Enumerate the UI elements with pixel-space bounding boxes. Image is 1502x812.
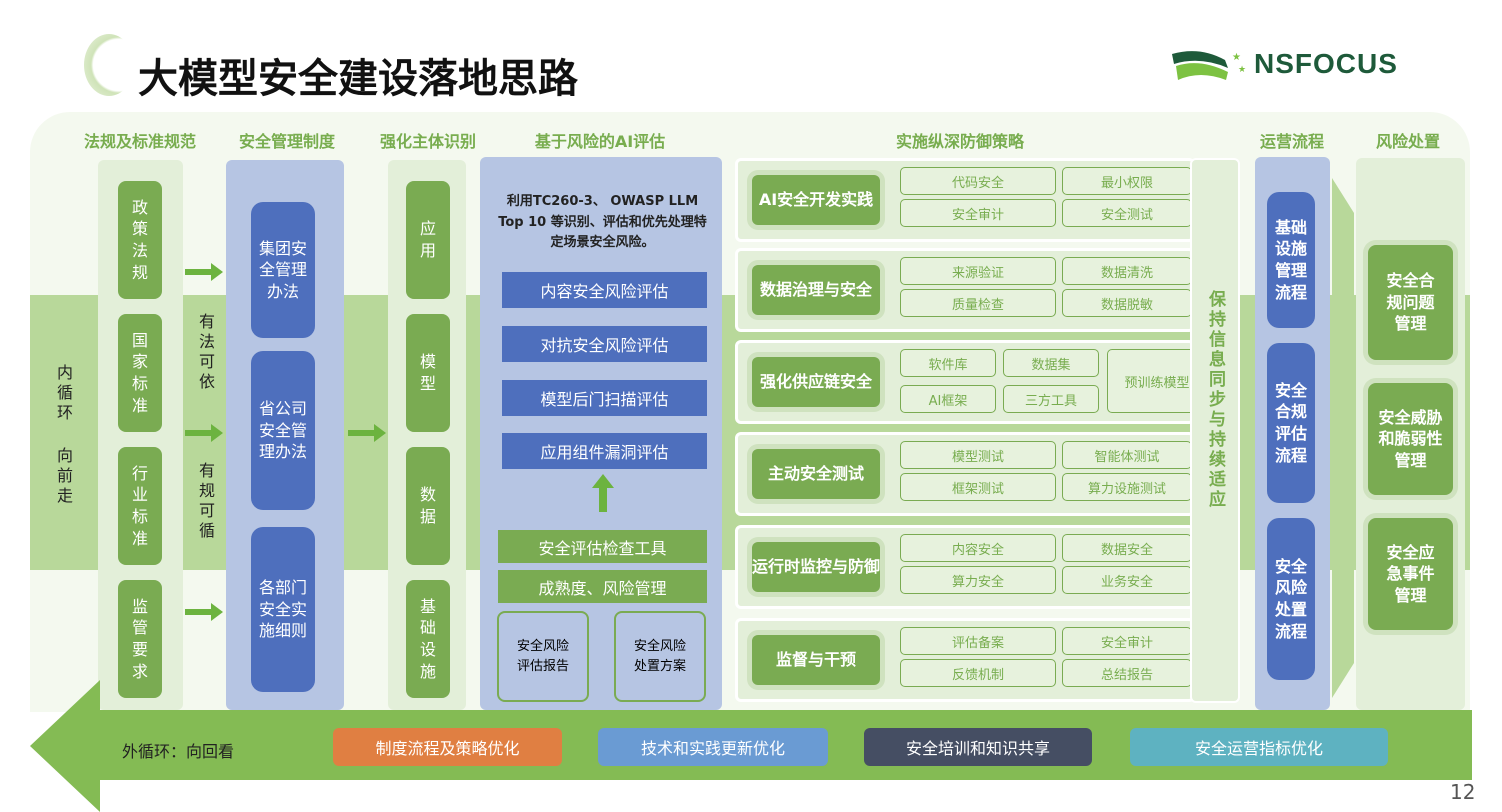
tool-item: 安全评估检查工具	[498, 530, 707, 563]
defense-label: 运行时监控与防御	[752, 542, 880, 592]
risk-item: 安全合规问题管理	[1368, 245, 1453, 360]
defense-label: 监督与干预	[752, 635, 880, 685]
assessment-item: 模型后门扫描评估	[502, 380, 707, 416]
defense-chip: 数据清洗	[1062, 257, 1192, 285]
inner-loop-label: 内循环 向前走	[54, 363, 73, 507]
defense-chip: 智能体测试	[1062, 441, 1192, 469]
defense-chip: 算力安全	[900, 566, 1056, 594]
subject-item: 数据	[406, 447, 450, 565]
defense-chip: 评估备案	[900, 627, 1056, 655]
defense-chip: 预训练模型	[1107, 349, 1192, 413]
title-decoration	[84, 34, 134, 96]
header-management: 安全管理制度	[238, 132, 336, 151]
defense-label: 数据治理与安全	[752, 265, 880, 315]
subject-item: 基础设施	[406, 580, 450, 698]
svg-text:★: ★	[1238, 65, 1246, 75]
outer-loop-item: 技术和实践更新优化	[598, 728, 828, 766]
ops-item: 安全合规评估流程	[1267, 343, 1315, 503]
defense-row: AI安全开发实践代码安全最小权限安全审计安全测试	[735, 158, 1195, 242]
output-report: 安全风险评估报告	[497, 611, 589, 702]
defense-chip: 算力设施测试	[1062, 473, 1192, 501]
page-title: 大模型安全建设落地思路	[138, 56, 578, 102]
header-ai-eval: 基于风险的AI评估	[534, 132, 666, 151]
tool-item: 成熟度、风险管理	[498, 570, 707, 603]
defense-label: 强化供应链安全	[752, 357, 880, 407]
defense-chip: 软件库	[900, 349, 996, 377]
defense-chip: 质量检查	[900, 289, 1056, 317]
defense-chip: 反馈机制	[900, 659, 1056, 687]
ops-item: 基础设施管理流程	[1267, 192, 1315, 328]
risk-item: 安全威胁和脆弱性管理	[1368, 383, 1453, 495]
chevron-icon	[1332, 178, 1354, 698]
arrow-right-icon	[185, 263, 223, 281]
defense-chip: 数据脱敏	[1062, 289, 1192, 317]
arrow-right-icon	[348, 424, 386, 442]
assessment-item: 应用组件漏洞评估	[502, 433, 707, 469]
ops-item: 安全风险处置流程	[1267, 518, 1315, 680]
defense-chip: AI框架	[900, 385, 996, 413]
reg-item: 政策法规	[118, 181, 162, 299]
defense-label: AI安全开发实践	[752, 175, 880, 225]
arrow-up-icon	[592, 474, 614, 512]
outer-loop-item: 安全培训和知识共享	[864, 728, 1092, 766]
defense-chip: 框架测试	[900, 473, 1056, 501]
sync-label: 保持信息同步与持续适应	[1205, 290, 1225, 510]
outer-loop-item: 制度流程及策略优化	[333, 728, 562, 766]
output-plan: 安全风险处置方案	[614, 611, 706, 702]
mgmt-item: 各部门安全实施细则	[251, 527, 315, 692]
svg-text:★: ★	[1232, 52, 1241, 63]
mgmt-item: 集团安全管理办法	[251, 202, 315, 338]
header-defense: 实施纵深防御策略	[895, 132, 1025, 151]
defense-chip: 来源验证	[900, 257, 1056, 285]
arrow-right-icon	[185, 424, 223, 442]
header-subjects: 强化主体识别	[379, 132, 477, 151]
defense-chip: 数据安全	[1062, 534, 1192, 562]
defense-row: 监督与干预评估备案安全审计反馈机制总结报告	[735, 618, 1195, 702]
defense-chip: 内容安全	[900, 534, 1056, 562]
flag-logo-icon: ★★	[1172, 51, 1246, 80]
mgmt-item: 省公司安全管理办法	[251, 351, 315, 510]
defense-chip: 业务安全	[1062, 566, 1192, 594]
reg-note: 有法可依	[196, 313, 215, 393]
risk-item: 安全应急事件管理	[1368, 518, 1453, 630]
nsfocus-logo: ★★ NSFOCUS	[1170, 46, 1398, 82]
defense-chip: 三方工具	[1003, 385, 1099, 413]
outer-loop-label: 外循环：向回看	[122, 742, 235, 761]
reg-item: 监管要求	[118, 580, 162, 698]
assessment-item: 对抗安全风险评估	[502, 326, 707, 362]
header-ops: 运营流程	[1259, 132, 1325, 151]
reg-note: 有规可循	[196, 462, 215, 542]
page-number: 12	[1450, 780, 1476, 804]
defense-chip: 安全审计	[1062, 627, 1192, 655]
logo-text: NSFOCUS	[1254, 48, 1398, 79]
subject-item: 模型	[406, 314, 450, 432]
reg-item: 行业标准	[118, 447, 162, 565]
defense-chip: 代码安全	[900, 167, 1056, 195]
sync-column	[1190, 158, 1240, 703]
defense-chip: 最小权限	[1062, 167, 1192, 195]
ai-eval-description: 利用TC260-3、 OWASP LLM Top 10 等识别、评估和优先处理特…	[498, 193, 707, 251]
outer-loop-item: 安全运营指标优化	[1130, 728, 1388, 766]
header-risk: 风险处置	[1375, 132, 1441, 151]
defense-chip: 安全测试	[1062, 199, 1192, 227]
defense-row: 数据治理与安全来源验证数据清洗质量检查数据脱敏	[735, 248, 1195, 332]
defense-chip: 安全审计	[900, 199, 1056, 227]
subject-item: 应用	[406, 181, 450, 299]
reg-item: 国家标准	[118, 314, 162, 432]
defense-row: 主动安全测试模型测试智能体测试框架测试算力设施测试	[735, 432, 1195, 516]
defense-chip: 数据集	[1003, 349, 1099, 377]
defense-label: 主动安全测试	[752, 449, 880, 499]
defense-chip: 模型测试	[900, 441, 1056, 469]
header-regulations: 法规及标准规范	[83, 132, 197, 151]
defense-chip: 总结报告	[1062, 659, 1192, 687]
arrow-right-icon	[185, 603, 223, 621]
assessment-item: 内容安全风险评估	[502, 272, 707, 308]
defense-row: 运行时监控与防御内容安全数据安全算力安全业务安全	[735, 525, 1195, 609]
